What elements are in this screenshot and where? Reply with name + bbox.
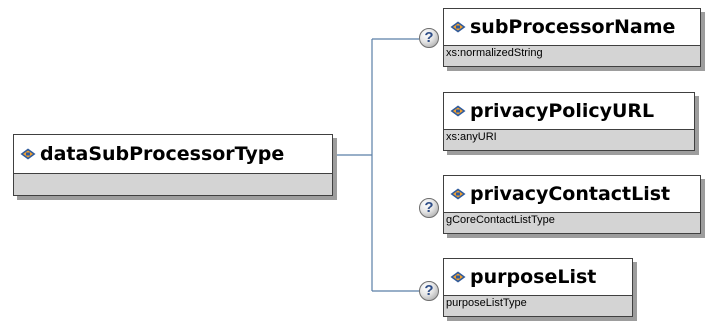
element-icon (450, 21, 466, 33)
child-element-node-privacycontactlist[interactable]: privacyContactList gCoreContactListType (443, 175, 705, 238)
optional-marker: ? (419, 28, 439, 48)
node-type: xs:normalizedString (444, 45, 700, 66)
node-header: dataSubProcessorType (14, 135, 332, 173)
node-header: purposeList (444, 259, 632, 295)
node-type (14, 173, 332, 195)
element-icon (450, 271, 466, 283)
root-element-node[interactable]: dataSubProcessorType (13, 134, 337, 200)
element-icon (20, 148, 36, 160)
node-header: subProcessorName (444, 9, 700, 45)
node-header: privacyPolicyURL (444, 93, 694, 129)
node-name: privacyPolicyURL (470, 100, 655, 122)
node-type: xs:anyURI (444, 129, 694, 150)
node-box: subProcessorName xs:normalizedString (443, 8, 701, 67)
element-icon (450, 188, 466, 200)
child-element-node-privacypolicyurl[interactable]: privacyPolicyURL xs:anyURI (443, 92, 699, 155)
node-type: gCoreContactListType (444, 212, 700, 233)
element-icon (450, 105, 466, 117)
node-box: dataSubProcessorType (13, 134, 333, 196)
node-box: privacyPolicyURL xs:anyURI (443, 92, 695, 151)
node-header: privacyContactList (444, 176, 700, 212)
optional-marker: ? (419, 281, 439, 301)
node-box: privacyContactList gCoreContactListType (443, 175, 701, 234)
node-name: dataSubProcessorType (40, 143, 285, 165)
node-name: subProcessorName (470, 16, 676, 38)
node-name: purposeList (470, 266, 597, 288)
node-type: purposeListType (444, 295, 632, 316)
node-name: privacyContactList (470, 183, 671, 205)
child-element-node-subprocessorname[interactable]: subProcessorName xs:normalizedString (443, 8, 705, 71)
node-box: purposeList purposeListType (443, 258, 633, 317)
optional-marker: ? (419, 198, 439, 218)
child-element-node-purposelist[interactable]: purposeList purposeListType (443, 258, 637, 321)
